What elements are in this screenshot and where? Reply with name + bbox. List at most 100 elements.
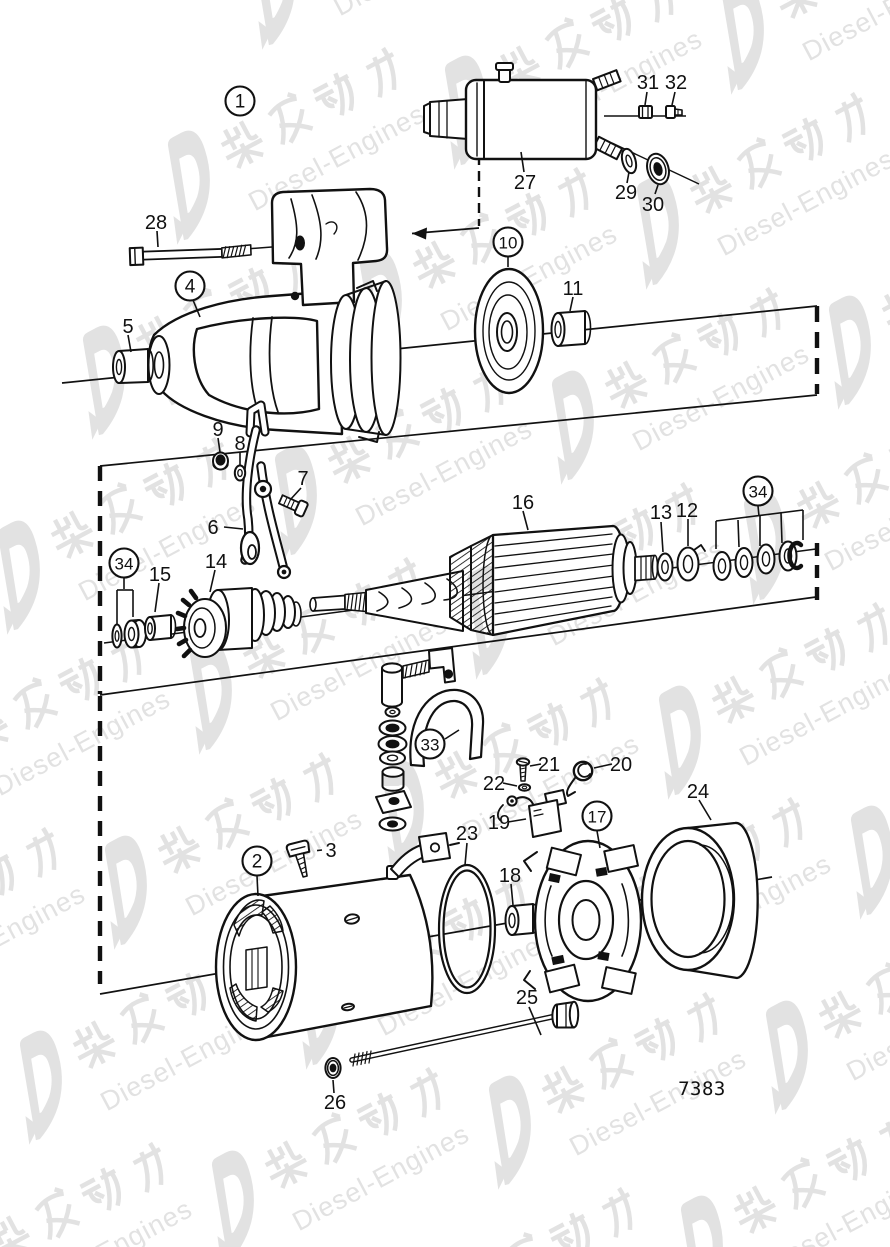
callout-33: 33 bbox=[414, 728, 460, 760]
svg-text:34: 34 bbox=[749, 483, 768, 502]
watermark-en-text: Diesel-Engines bbox=[712, 143, 890, 261]
watermark-unit: Diesel-Engines bbox=[707, 388, 890, 605]
callout-6: 6 bbox=[207, 517, 244, 539]
callout-14: 14 bbox=[205, 551, 227, 593]
callout-30: 30 bbox=[642, 184, 664, 216]
callout-9: 9 bbox=[212, 419, 224, 453]
watermark-unit: Diesel-Engines bbox=[479, 1168, 666, 1247]
svg-text:16: 16 bbox=[512, 492, 534, 514]
part-nut-31 bbox=[638, 105, 653, 119]
callout-12: 12 bbox=[676, 500, 698, 546]
solenoid-terminal-stud-lower bbox=[592, 135, 624, 161]
watermark-unit: Diesel-Engines bbox=[814, 801, 890, 920]
callout-15: 15 bbox=[149, 564, 171, 613]
callout-bracket-line bbox=[737, 519, 740, 548]
svg-text:11: 11 bbox=[563, 278, 584, 300]
svg-text:22: 22 bbox=[483, 773, 505, 795]
part-oring-23 bbox=[437, 863, 497, 995]
part-bolt-28 bbox=[128, 244, 252, 267]
callout-1: 1 bbox=[224, 85, 256, 117]
svg-text:14: 14 bbox=[205, 551, 227, 573]
svg-text:21: 21 bbox=[538, 754, 560, 776]
svg-text:20: 20 bbox=[610, 754, 632, 776]
svg-text:7: 7 bbox=[297, 468, 308, 490]
part-washers-34-left bbox=[111, 619, 147, 649]
svg-text:30: 30 bbox=[642, 194, 664, 216]
part-nut-9 bbox=[212, 451, 229, 471]
watermark-en-text: Diesel-Engines bbox=[819, 458, 890, 576]
part-washer-12 bbox=[676, 544, 706, 582]
svg-text:9: 9 bbox=[212, 419, 223, 441]
callout-25: 25 bbox=[516, 987, 542, 1036]
part-washer-29 bbox=[620, 147, 638, 175]
part-bushing-18 bbox=[504, 903, 540, 936]
watermark-unit: Diesel-Engines bbox=[877, 96, 890, 215]
callout-19: 19 bbox=[488, 812, 527, 834]
svg-text:10: 10 bbox=[499, 234, 518, 253]
callout-bracket-line bbox=[715, 509, 804, 522]
callout-8: 8 bbox=[234, 433, 246, 466]
part-washer-set-34-right bbox=[712, 540, 804, 581]
watermark-en-text: Diesel-Engines bbox=[797, 0, 890, 67]
callout-16: 16 bbox=[512, 492, 534, 531]
part-screw-32 bbox=[665, 105, 683, 119]
callout-24: 24 bbox=[687, 781, 712, 821]
part-screw-3 bbox=[285, 839, 311, 878]
watermark-en-text: Diesel-Engines bbox=[0, 878, 90, 996]
callout-20: 20 bbox=[593, 754, 632, 776]
svg-text:24: 24 bbox=[687, 781, 709, 803]
callout-28: 28 bbox=[145, 212, 167, 248]
watermark-unit: Diesel-Engines bbox=[0, 808, 90, 997]
callout-13: 13 bbox=[650, 502, 672, 553]
watermark-en-text: Diesel-Engines bbox=[10, 1193, 197, 1247]
part-brush-holder-17 bbox=[523, 839, 643, 1003]
callout-17: 17 bbox=[581, 800, 613, 849]
part-washer-8 bbox=[233, 464, 247, 482]
circlip-icon bbox=[787, 540, 804, 571]
callout-29: 29 bbox=[615, 171, 637, 204]
part-drive-end-housing-4 bbox=[147, 187, 402, 443]
svg-text:26: 26 bbox=[324, 1092, 346, 1114]
callout-4: 4 bbox=[174, 270, 206, 318]
part-bushing-15 bbox=[144, 614, 177, 641]
part-bushing-5 bbox=[112, 348, 154, 384]
callout-21: 21 bbox=[529, 754, 560, 776]
svg-text:33: 33 bbox=[421, 736, 440, 755]
part-screw-21 bbox=[515, 757, 531, 782]
svg-text:27: 27 bbox=[514, 172, 536, 194]
figure-number: 7383 bbox=[678, 1078, 726, 1100]
svg-text:1: 1 bbox=[235, 92, 246, 113]
part-armature-shaft bbox=[309, 570, 464, 632]
part-disc-10 bbox=[473, 267, 545, 395]
part-pinion-drive-14 bbox=[174, 587, 302, 659]
svg-text:6: 6 bbox=[207, 517, 218, 539]
arrowhead-icon bbox=[412, 227, 427, 240]
callout-bracket-line bbox=[780, 512, 783, 544]
part-washer-22 bbox=[517, 783, 532, 792]
svg-text:8: 8 bbox=[234, 433, 245, 455]
callout-2: 2 bbox=[241, 845, 273, 897]
svg-text:17: 17 bbox=[588, 808, 607, 827]
watermark-unit: Diesel-Engines bbox=[622, 583, 890, 800]
part-through-bolt-25 bbox=[349, 1000, 580, 1067]
svg-text:23: 23 bbox=[456, 823, 478, 845]
svg-text:2: 2 bbox=[252, 852, 263, 873]
part-brush-spring-20 bbox=[565, 760, 594, 797]
svg-text:28: 28 bbox=[145, 212, 167, 234]
callout-31: 31 bbox=[637, 72, 659, 106]
part-solenoid-27 bbox=[423, 62, 624, 161]
callout-3: 3 bbox=[312, 840, 337, 862]
svg-text:3: 3 bbox=[325, 840, 336, 862]
callout-26: 26 bbox=[324, 1079, 346, 1114]
part-bushing-11 bbox=[550, 310, 592, 347]
watermark-en-text: Diesel-Engines bbox=[734, 653, 890, 771]
part-shift-lever-6 bbox=[239, 400, 292, 580]
svg-text:13: 13 bbox=[650, 502, 672, 524]
callout-34: 34 bbox=[108, 547, 140, 589]
svg-text:32: 32 bbox=[665, 72, 687, 94]
watermark-unit: Diesel-Engines bbox=[515, 268, 814, 485]
watermark-unit: Diesel-Engines bbox=[0, 613, 175, 802]
svg-text:19: 19 bbox=[488, 812, 510, 834]
